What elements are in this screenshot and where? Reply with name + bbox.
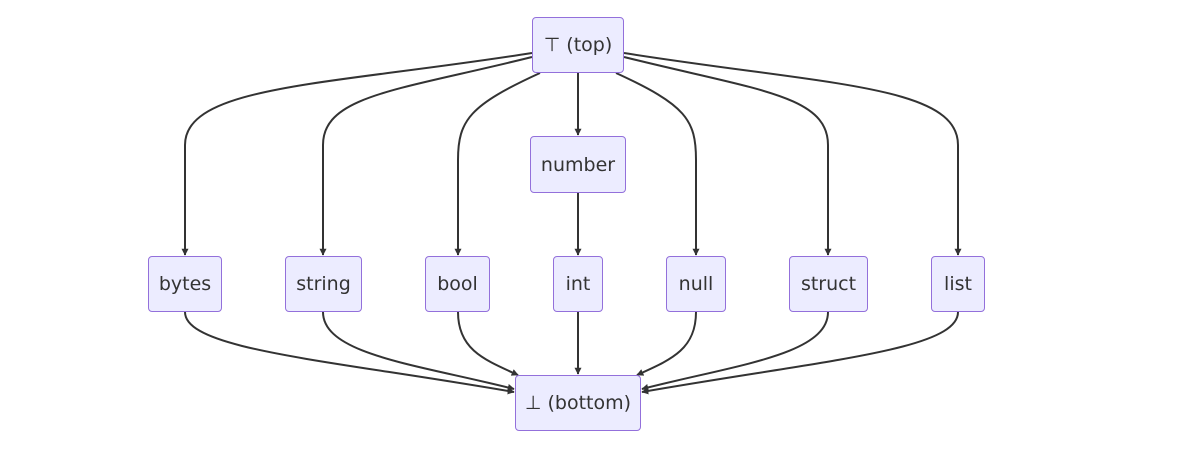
edge-top-struct bbox=[623, 56, 832, 256]
edge-path bbox=[457, 311, 519, 376]
node-string[interactable]: string bbox=[285, 256, 362, 312]
edge-path bbox=[319, 56, 533, 256]
edge-top-list bbox=[623, 52, 962, 256]
edge-path bbox=[184, 311, 515, 395]
node-int[interactable]: int bbox=[553, 256, 603, 312]
edge-path bbox=[636, 311, 697, 376]
edge-bytes-bottom bbox=[184, 311, 515, 395]
node-top[interactable]: ⊤ (top) bbox=[532, 17, 624, 73]
edge-path bbox=[641, 311, 829, 391]
edge-path bbox=[181, 52, 533, 256]
edge-bool-bottom bbox=[457, 311, 519, 376]
edge-top-bool bbox=[454, 72, 541, 256]
node-label: null bbox=[678, 273, 714, 295]
node-label: struct bbox=[800, 273, 857, 295]
edge-null-bottom bbox=[636, 311, 697, 376]
node-label: string bbox=[296, 273, 351, 295]
edge-top-null bbox=[615, 72, 700, 256]
edge-struct-bottom bbox=[641, 311, 829, 391]
node-null[interactable]: null bbox=[666, 256, 726, 312]
node-label: list bbox=[944, 273, 972, 295]
node-label: int bbox=[565, 273, 591, 295]
node-struct[interactable]: struct bbox=[789, 256, 868, 312]
edge-path bbox=[623, 52, 962, 256]
node-label: ⊤ (top) bbox=[543, 34, 613, 56]
node-label: bool bbox=[437, 273, 478, 295]
edge-top-string bbox=[319, 56, 533, 256]
edge-path bbox=[641, 311, 959, 395]
edge-path bbox=[322, 311, 515, 391]
edge-path bbox=[623, 56, 832, 256]
node-list[interactable]: list bbox=[931, 256, 985, 312]
node-label: bytes bbox=[158, 273, 212, 295]
node-bottom[interactable]: ⊥ (bottom) bbox=[515, 375, 641, 431]
node-number[interactable]: number bbox=[530, 136, 626, 193]
edge-top-bytes bbox=[181, 52, 533, 256]
node-bool[interactable]: bool bbox=[425, 256, 490, 312]
edge-list-bottom bbox=[641, 311, 959, 395]
node-label: number bbox=[540, 153, 616, 176]
node-bytes[interactable]: bytes bbox=[148, 256, 222, 312]
node-label: ⊥ (bottom) bbox=[524, 392, 632, 414]
edge-string-bottom bbox=[322, 311, 515, 391]
edge-path bbox=[454, 72, 541, 256]
edge-path bbox=[615, 72, 700, 256]
